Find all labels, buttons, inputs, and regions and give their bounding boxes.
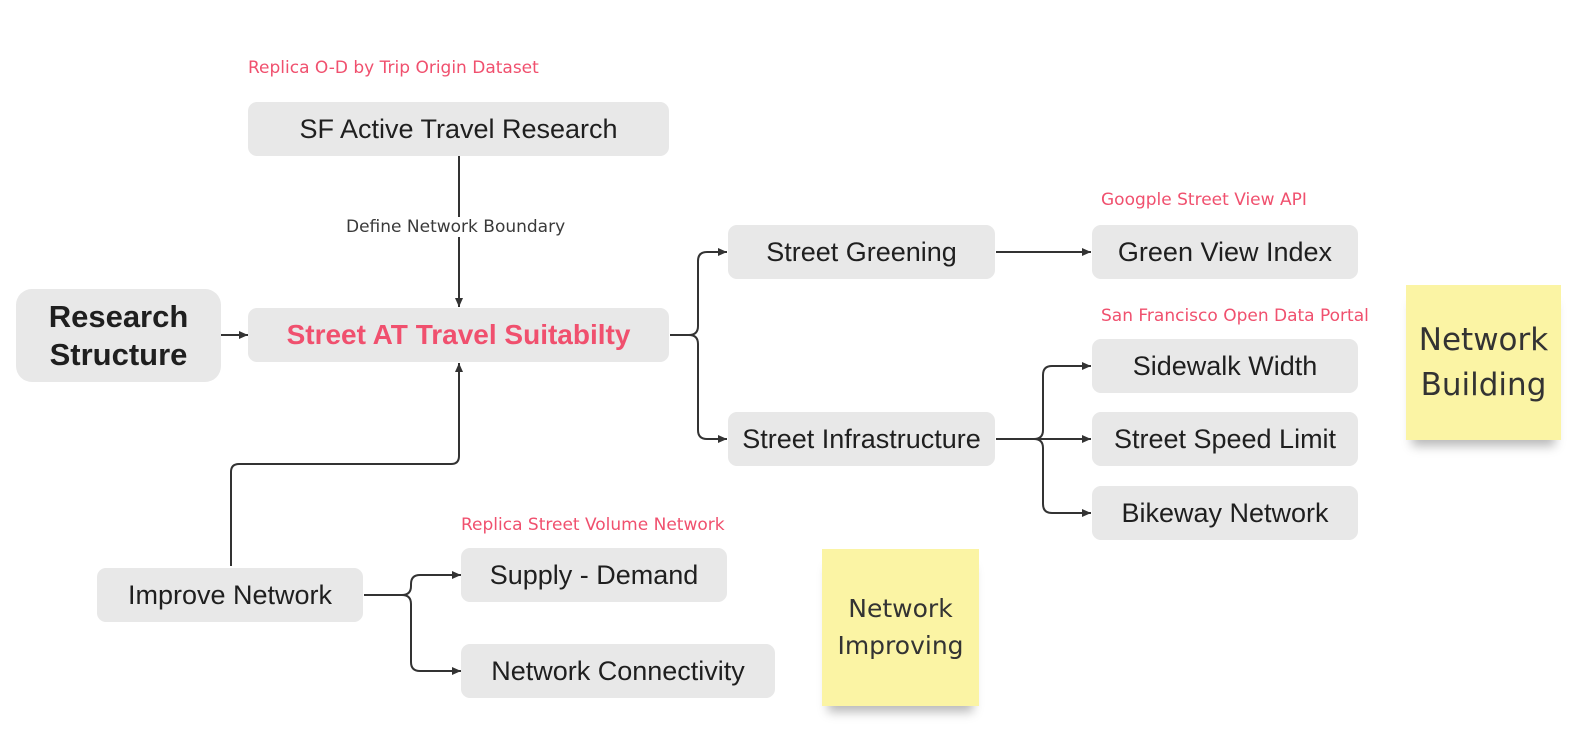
node-street-greening[interactable]: Street Greening: [728, 225, 995, 279]
connector-suitability-to-greening: [670, 248, 727, 336]
node-street-speed-limit[interactable]: Street Speed Limit: [1092, 412, 1358, 466]
source-replica-od: Replica O-D by Trip Origin Dataset: [248, 58, 539, 78]
node-network-connectivity[interactable]: Network Connectivity: [461, 644, 775, 698]
node-supply-demand[interactable]: Supply - Demand: [461, 548, 727, 602]
node-improve-network[interactable]: Improve Network: [97, 568, 363, 622]
connector-improve-to-connectivity: [401, 594, 461, 675]
connector-infra-to-bikeway: [1033, 438, 1091, 517]
node-sf-active-travel[interactable]: SF Active Travel Research: [248, 102, 669, 156]
sticky-network-building[interactable]: Network Building: [1406, 285, 1561, 440]
connector-improve-to-supply: [364, 571, 461, 596]
node-green-view-index[interactable]: Green View Index: [1092, 225, 1358, 279]
connector-improve-to-suitability: [230, 363, 463, 566]
connector-infra-to-sidewalk: [996, 362, 1091, 440]
node-street-at-suitability[interactable]: Street AT Travel Suitabilty: [248, 308, 669, 362]
source-replica-volume: Replica Street Volume Network: [461, 515, 725, 535]
source-sf-open-data: San Francisco Open Data Portal: [1101, 306, 1369, 326]
node-bikeway-network[interactable]: Bikeway Network: [1092, 486, 1358, 540]
edge-label-define-boundary: Define Network Boundary: [344, 217, 568, 237]
node-sidewalk-width[interactable]: Sidewalk Width: [1092, 339, 1358, 393]
node-research-structure[interactable]: Research Structure: [16, 289, 221, 382]
source-google-street-view: Googple Street View API: [1101, 190, 1307, 210]
connector-suitability-to-infrastructure: [688, 334, 727, 443]
node-street-infrastructure[interactable]: Street Infrastructure: [728, 412, 995, 466]
sticky-network-improving[interactable]: Network Improving: [822, 549, 979, 706]
